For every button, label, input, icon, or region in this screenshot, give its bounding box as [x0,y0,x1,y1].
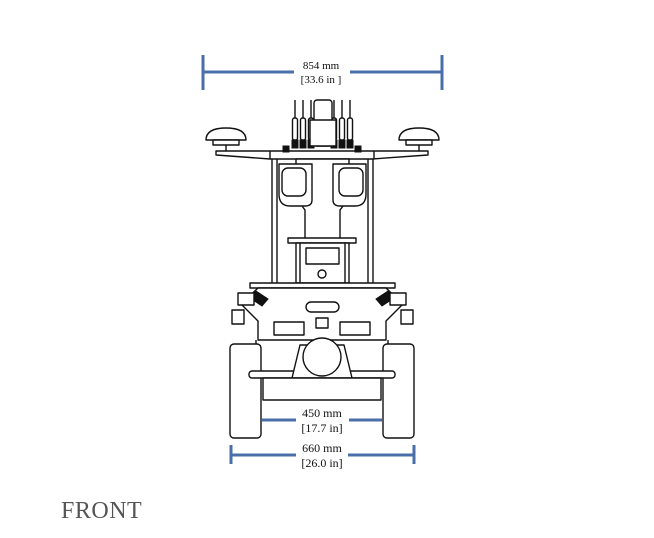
axle-assembly [248,337,396,401]
track-inner-mm: 450 mm [302,406,342,420]
top-width-mm: 854 mm [303,60,340,72]
track-inner-in: [17.7 in] [301,421,342,435]
gps-antenna-left [205,127,247,153]
track-outer-in: [26.0 in] [301,456,342,470]
track-outer-mm: 660 mm [302,441,342,455]
upper-frame [271,158,374,284]
wheel-left [229,343,262,439]
sensor-crossbar [215,145,429,160]
dimension-top-width: 854 mm [33.6 in ] [201,55,444,90]
dimension-track-outer: 660 mm [26.0 in] [229,441,416,470]
gps-antenna-right [398,127,440,153]
top-width-in: [33.6 in ] [301,74,342,86]
dimension-track-inner: 450 mm [17.7 in] [262,406,382,435]
sensor-mast [309,99,337,147]
view-label: FRONT [61,498,143,524]
wheel-right [382,343,415,439]
chassis-body [231,282,414,372]
